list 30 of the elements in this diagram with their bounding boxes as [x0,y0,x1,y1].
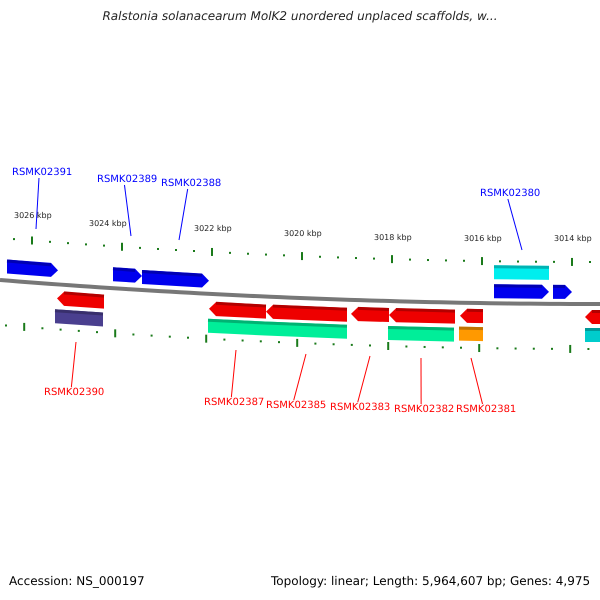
gene-label: RSMK02389 [97,174,158,185]
scale-label: 3016 kbp [464,235,502,244]
gene-label: RSMK02382 [394,404,454,415]
gene-label: RSMK02388 [161,178,222,189]
gene-label: RSMK02387 [204,397,264,408]
gene-label: RSMK02391 [12,167,72,178]
leader-line [507,198,522,250]
footer-text: Topology: linear; Length: 5,964,607 bp; Genes: 4,975 [271,575,590,588]
leader-line [124,184,132,236]
leader-line [420,358,422,404]
leader-line [178,188,188,240]
leader-line [357,356,370,402]
footer-text: Accession: NS_000197 [9,575,145,588]
scale-label: 3022 kbp [194,225,232,234]
scale-label: 3024 kbp [89,220,127,229]
leader-line [470,358,484,404]
gene-label: RSMK02381 [456,404,516,415]
chart-title: Ralstonia solanacearum MolK2 unordered unplaced scaffolds, w... [101,10,499,24]
leader-line [36,178,40,230]
scale-label: 3020 kbp [284,230,322,239]
scale-label: 3026 kbp [14,212,52,221]
leader-line [230,350,236,398]
scale-label: 3018 kbp [374,234,412,243]
gene-label: RSMK02380 [480,188,540,199]
gene-label: RSMK02383 [330,402,390,413]
scale-label: 3014 kbp [554,235,592,244]
gene-label: RSMK02390 [44,387,104,398]
leader-line [293,354,306,400]
leader-line [70,342,76,388]
gene-label: RSMK02385 [266,400,326,411]
